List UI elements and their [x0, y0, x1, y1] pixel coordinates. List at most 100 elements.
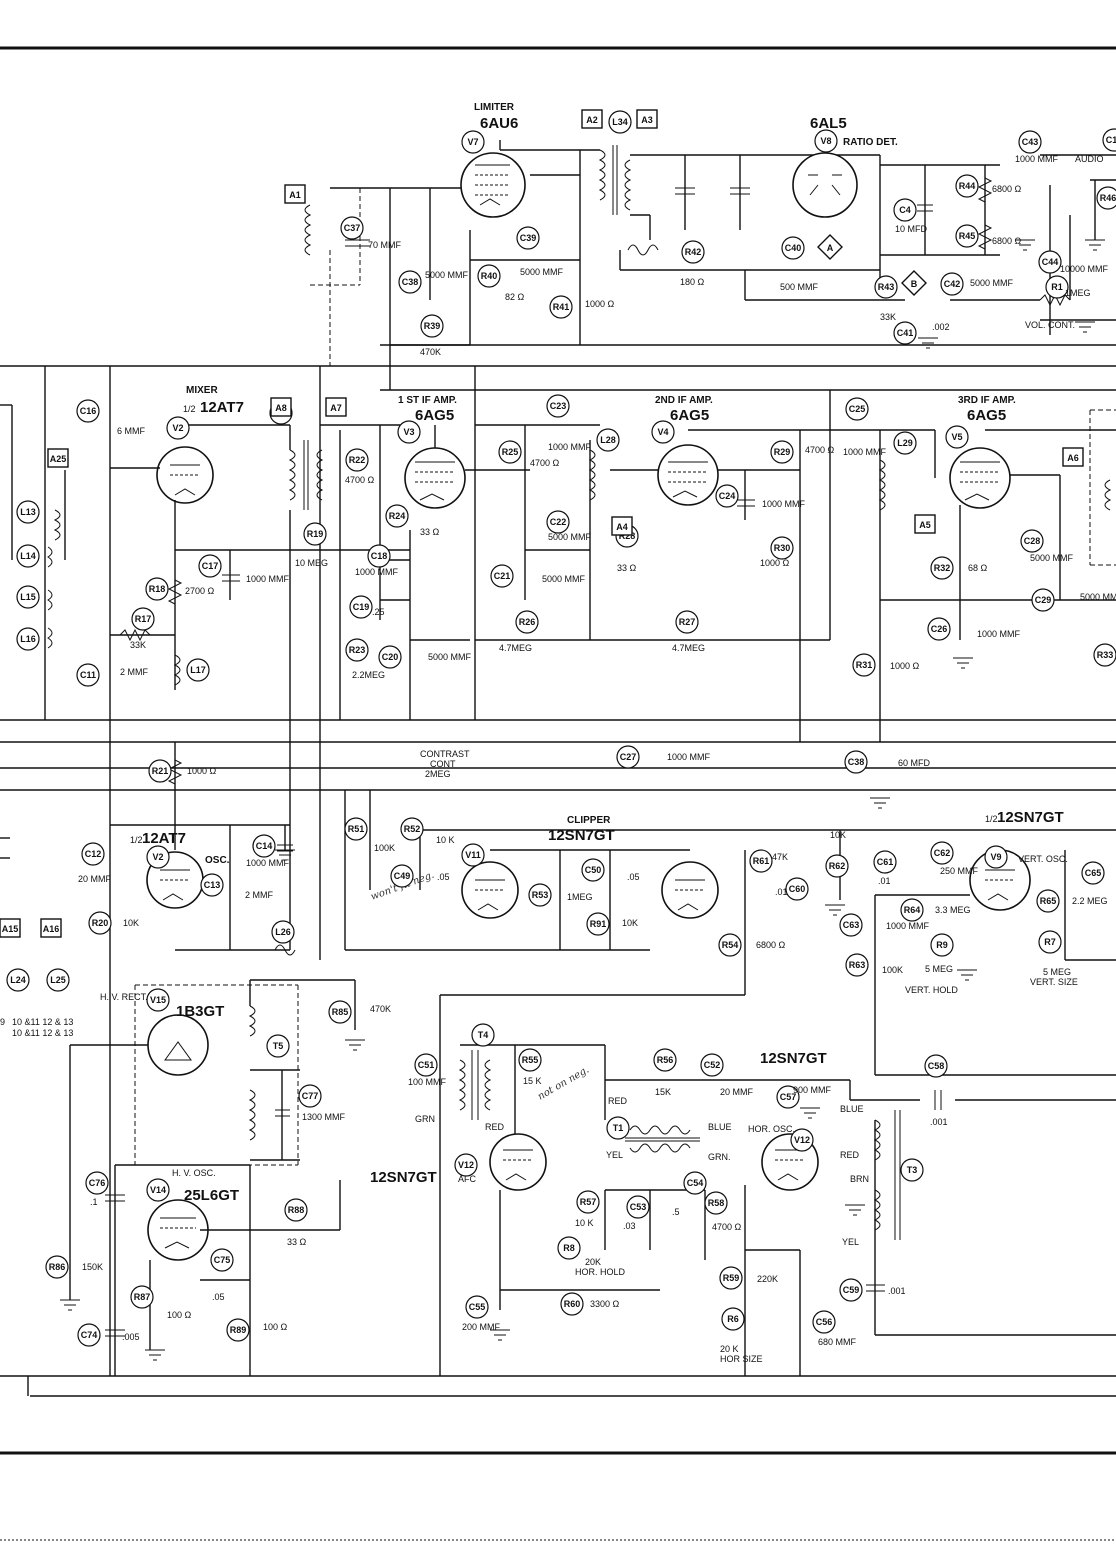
part-c26-circle [927, 617, 951, 641]
part-c49-value: .05 [437, 872, 450, 882]
part-r64-value: 3.3 MEG [935, 905, 971, 915]
ratio-label: RATIO DET. [843, 137, 898, 148]
part-c39-circle [516, 226, 540, 250]
part-c38-circle [398, 270, 422, 294]
part-c23-circle [546, 394, 570, 418]
alignment-box-a8-frame [270, 397, 292, 417]
alignment-box-a3-frame [636, 109, 658, 129]
part-t1-ref: T1 [613, 1123, 624, 1133]
clipper-label: CLIPPER [567, 815, 611, 826]
part-c11-value: 2 MMF [120, 667, 149, 677]
part-c10-ref: C10 [1106, 135, 1116, 145]
tube-ref-v11-ab: V11 [461, 843, 485, 867]
part-r29-circle [770, 440, 794, 464]
part-r86: R86 [45, 1255, 69, 1279]
part-r61-circle [749, 849, 773, 873]
if2-label: 2ND IF AMP. [655, 395, 713, 406]
part-t4-circle [471, 1023, 495, 1047]
part-r56: R56 [653, 1048, 677, 1072]
part-c23-value: 1000 MMF [548, 442, 592, 452]
alignment-box-a15: A15 [0, 918, 21, 938]
part-r60-value: 3300 Ω [590, 1299, 620, 1309]
part-c41-value: .002 [932, 322, 950, 332]
tube-ref-v9-b-circle [984, 845, 1008, 869]
part-c63: C63 [839, 913, 863, 937]
osc-tube-label: 12AT7 [142, 830, 186, 847]
part-r64: R64 [900, 898, 924, 922]
alignment-box-a8: A8 [270, 397, 292, 417]
pins-b-label: 10 &11 12 & 13 [12, 1028, 73, 1038]
alignment-box-a16-frame [40, 918, 62, 938]
part-r91-ref: R91 [590, 919, 607, 929]
part-c56: C56 [812, 1310, 836, 1334]
part-c74-circle [77, 1323, 101, 1347]
part-c25-circle [845, 397, 869, 421]
part-r63-circle [845, 953, 869, 977]
part-c52-circle [700, 1053, 724, 1077]
part-r62-value: 10K [830, 830, 846, 840]
part-r32-ref: R32 [934, 563, 951, 573]
hv-osc-tube-label: 25L6GT [184, 1187, 239, 1204]
tube-ref-v5-circle [945, 425, 969, 449]
part-r1-value: 1MEG [1065, 288, 1091, 298]
mixer-fraction: 1/2 [183, 404, 196, 414]
part-r59: R59 [719, 1266, 743, 1290]
test-point-a-text: A [827, 243, 834, 253]
part-c55-ref: C55 [469, 1302, 486, 1312]
hor-osc-label: HOR. OSC. [748, 1124, 795, 1134]
alignment-box-a6-text: A6 [1067, 453, 1079, 463]
alignment-box-a5: A5 [914, 514, 936, 534]
part-r62: R62 [825, 854, 849, 878]
part-r65: R65 [1036, 889, 1060, 913]
part-c62-ref: C62 [934, 848, 951, 858]
part-c58: C58 [924, 1054, 948, 1078]
part-c42-ref: C42 [944, 279, 961, 289]
part-r31: R31 [852, 653, 876, 677]
part-c28-circle [1020, 529, 1044, 553]
part-c49-ref: C49 [394, 871, 411, 881]
part-c26-ref: C26 [931, 624, 948, 634]
vert-tube-label: 12SN7GT [997, 809, 1064, 826]
alignment-box-a5-frame [914, 514, 936, 534]
part-r89-value: 100 Ω [263, 1322, 288, 1332]
part-c17-value: 1000 MMF [246, 574, 290, 584]
part-r60-circle [560, 1292, 584, 1316]
part-c65: C65 [1081, 861, 1105, 885]
part-r62-ref: R62 [829, 861, 846, 871]
part-c59-value: .001 [888, 1286, 906, 1296]
part-r29: R29 [770, 440, 794, 464]
part-c76-value: .1 [90, 1197, 98, 1207]
part-c44: C44 [1038, 250, 1062, 274]
if2-tube-label: 6AG5 [670, 407, 709, 424]
part-c75: C75 [210, 1248, 234, 1272]
part-r52-value: 10 K [436, 835, 455, 845]
hv-section [69, 979, 356, 1376]
part-r22-ref: R22 [349, 455, 366, 465]
part-r59-value: 220K [757, 1274, 778, 1284]
bus-wires [0, 344, 1116, 1397]
test-point-b-frame [901, 270, 927, 296]
part-l25-circle [46, 968, 70, 992]
part-r88: R88 [284, 1198, 308, 1222]
part-r86-value: 150K [82, 1262, 103, 1272]
part-c17-ref: C17 [202, 561, 219, 571]
part-r56-value: 15K [655, 1087, 671, 1097]
contrast-label-2: CONT [430, 759, 456, 769]
tube-ref-v12-b-ref: V12 [794, 1135, 810, 1145]
v4-tube-icon [657, 444, 719, 506]
part-r41-ref: R41 [553, 302, 570, 312]
part-r17-value: 33K [130, 640, 146, 650]
part-r62-circle [825, 854, 849, 878]
part-c61: C61 [873, 850, 897, 874]
part-c76-ref: C76 [89, 1178, 106, 1188]
t3-blue-label: BLUE [840, 1104, 864, 1114]
part-c50-ref: C50 [585, 865, 602, 875]
part-r85-value: 470K [370, 1004, 391, 1014]
part-c21: C21 [490, 564, 514, 588]
part-c38-value: 5000 MMF [425, 270, 469, 280]
part-c61-ref: C61 [877, 857, 894, 867]
part-r21-value: 1000 Ω [187, 766, 217, 776]
alignment-box-a2-frame [581, 109, 603, 129]
part-r65-value: 2.2 MEG [1072, 896, 1108, 906]
